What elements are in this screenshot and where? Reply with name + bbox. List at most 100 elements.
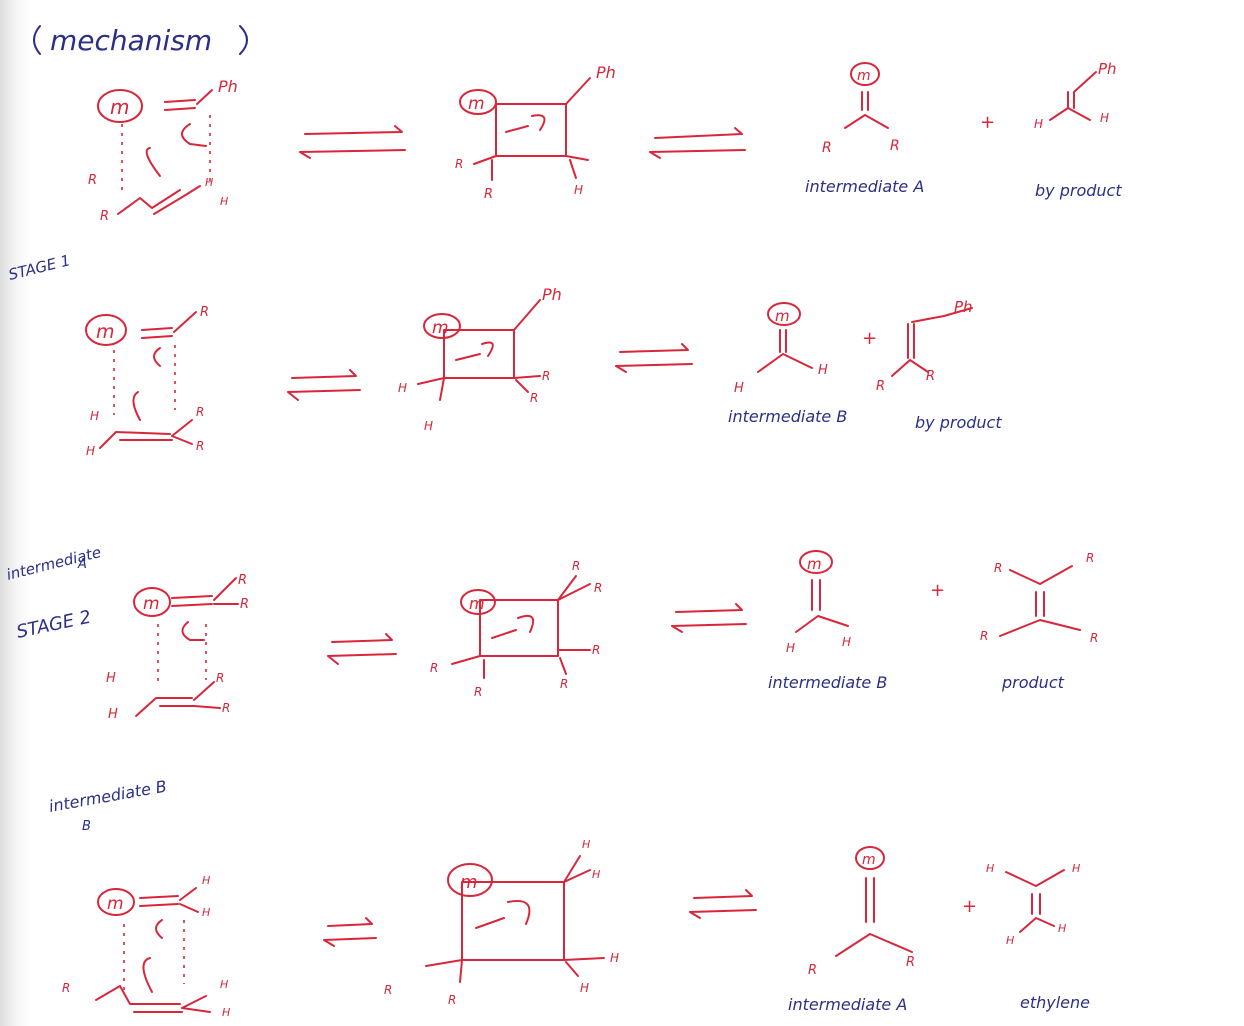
svg-text:H: H [220,195,228,208]
svg-text:H: H [818,363,828,378]
row2-byproduct-label: by product [915,413,1002,432]
svg-text:+: + [930,580,945,601]
svg-text:R: R [430,661,438,675]
svg-text:Ph: Ph [542,285,562,304]
svg-text:m: m [862,852,876,868]
svg-text:R: R [822,140,832,156]
svg-text:R: R [200,305,209,320]
svg-text:H: H [86,444,95,458]
row1-byproduct: Ph H H [1034,60,1117,131]
svg-text:m: m [107,894,124,914]
svg-text:R: R [890,138,900,154]
row2-intermediate: m H H [734,302,828,396]
svg-text:H: H [205,176,213,189]
row3-intermediate: m H H [786,550,851,655]
row3-reactant: m R R H H R R [106,573,249,722]
row4-equilibrium-arrow-1 [323,917,377,947]
stage1-label: STAGE 1 [7,251,72,284]
row1-intermediate: m R R [822,62,900,156]
svg-text:H: H [1058,922,1066,935]
svg-text:Ph: Ph [954,298,973,316]
svg-text:H: H [90,409,99,423]
title-text: mechanism [50,24,212,57]
svg-text:R: R [100,209,109,224]
row4-reactant: m H H R H H [62,874,230,1019]
svg-text:H: H [202,874,210,887]
svg-text:R: R [448,993,456,1007]
svg-text:m: m [857,68,871,84]
svg-text:H: H [592,868,600,881]
row1-metallacycle: m Ph R R H [455,63,616,202]
svg-text:m: m [775,307,790,325]
svg-text:H: H [1006,934,1014,947]
row3-product-label: intermediate B [768,673,887,692]
intermediate-a-margin-letter: A [77,557,87,572]
svg-text:R: R [906,955,915,970]
row3-product: R R R R [980,551,1098,645]
svg-text:H: H [398,381,407,395]
row2-equilibrium-arrow-2 [615,343,693,373]
row4-byproduct-label: ethylene [1020,993,1090,1012]
svg-text:H: H [222,1006,230,1019]
row1-equilibrium-arrow-1 [299,125,406,159]
svg-text:R: R [216,671,224,685]
svg-text:H: H [786,641,795,655]
svg-text:H: H [424,419,433,433]
svg-text:R: R [238,573,247,588]
row3-equilibrium-arrow-2 [671,603,747,633]
row2-metallacycle: m Ph H H R R [398,285,562,433]
svg-text:m: m [469,594,485,613]
row4-metallacycle: m H H R R H H [384,838,619,1007]
svg-text:+: + [862,328,877,349]
svg-text:H: H [842,635,851,649]
svg-text:R: R [560,677,568,691]
row4-ethylene: H H H H [986,862,1080,947]
row2-reactant: m R H H R R [85,305,209,458]
svg-text:R: R [484,187,493,202]
svg-text:m: m [807,555,822,573]
svg-text:H: H [582,838,590,851]
row-1: m Ph R R H H m Ph R R H [88,60,1122,224]
svg-text:H: H [986,862,994,875]
svg-text:H: H [202,906,210,919]
svg-text:R: R [542,369,550,383]
svg-text:m: m [143,594,160,614]
row3-equilibrium-arrow-1 [327,633,397,665]
svg-text:H: H [1072,862,1080,875]
svg-text:R: R [1086,551,1094,565]
svg-text:H: H [108,707,118,722]
row-3: m R R H H R R m R R R R R R [106,550,1098,722]
svg-text:H: H [1100,111,1109,125]
svg-text:+: + [962,896,977,917]
svg-text:Ph: Ph [1098,60,1117,78]
stage2-label: STAGE 2 [15,607,93,643]
svg-text:+: + [980,112,995,133]
svg-text:R: R [196,405,204,419]
row-2: m R H H R R m Ph H H R R [85,285,1002,458]
svg-text:R: R [196,439,204,453]
intermediate-b-margin-label: intermediate B [47,777,168,816]
svg-text:R: R [222,701,230,715]
svg-text:Ph: Ph [596,63,616,82]
svg-text:R: R [592,643,600,657]
svg-text:R: R [474,685,482,699]
svg-text:H: H [580,981,589,995]
svg-text:m: m [96,321,115,343]
row2-equilibrium-arrow-1 [287,369,361,401]
row2-byproduct: Ph R R [876,298,973,394]
intermediate-a-margin-label: intermediate [5,543,103,584]
row1-product-label: intermediate A [805,177,924,196]
svg-text:R: R [384,983,392,997]
row4-product-label: intermediate A [788,995,907,1014]
svg-text:R: R [594,581,602,595]
row1-reactant: m Ph R R H H [88,77,238,224]
title-group: mechanism [33,24,248,57]
svg-text:R: R [1090,631,1098,645]
svg-text:R: R [88,173,97,188]
row3-metallacycle: m R R R R R R [430,559,602,699]
svg-text:R: R [240,597,249,612]
svg-text:R: R [530,391,538,405]
row4-intermediate: m R R [808,846,915,978]
row2-product-label: intermediate B [728,407,847,426]
row4-equilibrium-arrow-2 [689,889,757,919]
